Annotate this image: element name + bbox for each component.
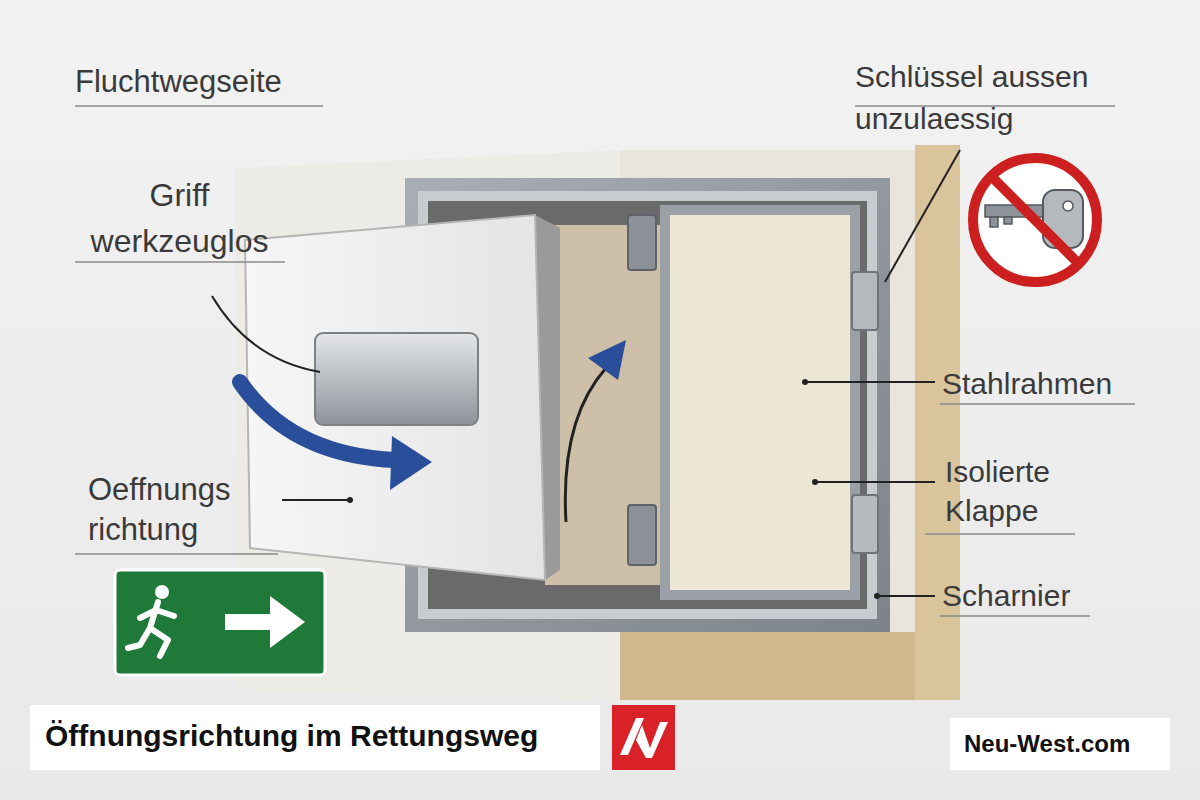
flap-frame (660, 205, 860, 600)
leader-dot (802, 379, 808, 385)
insulated-flap (670, 215, 850, 590)
caption-host: Öffnungsrichtung im Rettungsweg (45, 719, 538, 753)
hinge (628, 215, 656, 270)
caption-panel: Öffnungsrichtung im Rettungsweg (30, 705, 600, 770)
leader-line (815, 481, 935, 483)
watermark-host: Neu-West.com (964, 730, 1130, 758)
part-label: Oeffnungs richtung (88, 470, 283, 551)
part-label: Griff werkzeuglos (72, 172, 287, 265)
arrow-head (390, 436, 432, 490)
wall-base (620, 632, 915, 700)
hinge (852, 495, 878, 553)
warning-label: Schlüssel aussen unzulaessig (855, 56, 1130, 140)
leader-dot (812, 479, 818, 485)
hinge (852, 272, 878, 330)
leader-line (805, 381, 935, 383)
part-label: Isolierte Klappe (945, 452, 1110, 530)
underlines (75, 106, 1135, 616)
no-key-icon (973, 158, 1097, 282)
part-label: Scharnier (942, 576, 1070, 615)
brand-logo (612, 705, 675, 770)
hinge (628, 505, 656, 565)
handle (315, 333, 478, 425)
swing-line (565, 368, 606, 522)
watermark-panel: Neu-West.com (950, 718, 1170, 770)
leader-dot (347, 497, 353, 503)
open-door (245, 215, 545, 580)
arrow-head (588, 340, 626, 380)
caption: Öffnungsrichtung im Rettungsweg (45, 719, 538, 752)
leader-line (212, 296, 320, 372)
leader-dot (874, 593, 880, 599)
opening-back (545, 225, 660, 585)
opening-arrow (240, 382, 395, 460)
part-label: Stahlrahmen (942, 364, 1112, 403)
exit-sign (115, 570, 325, 675)
leader-line (877, 595, 935, 597)
watermark: Neu-West.com (964, 730, 1130, 757)
leader-line (885, 150, 960, 282)
side-label: Fluchtwegseite (75, 62, 282, 102)
leader-line (282, 499, 350, 501)
